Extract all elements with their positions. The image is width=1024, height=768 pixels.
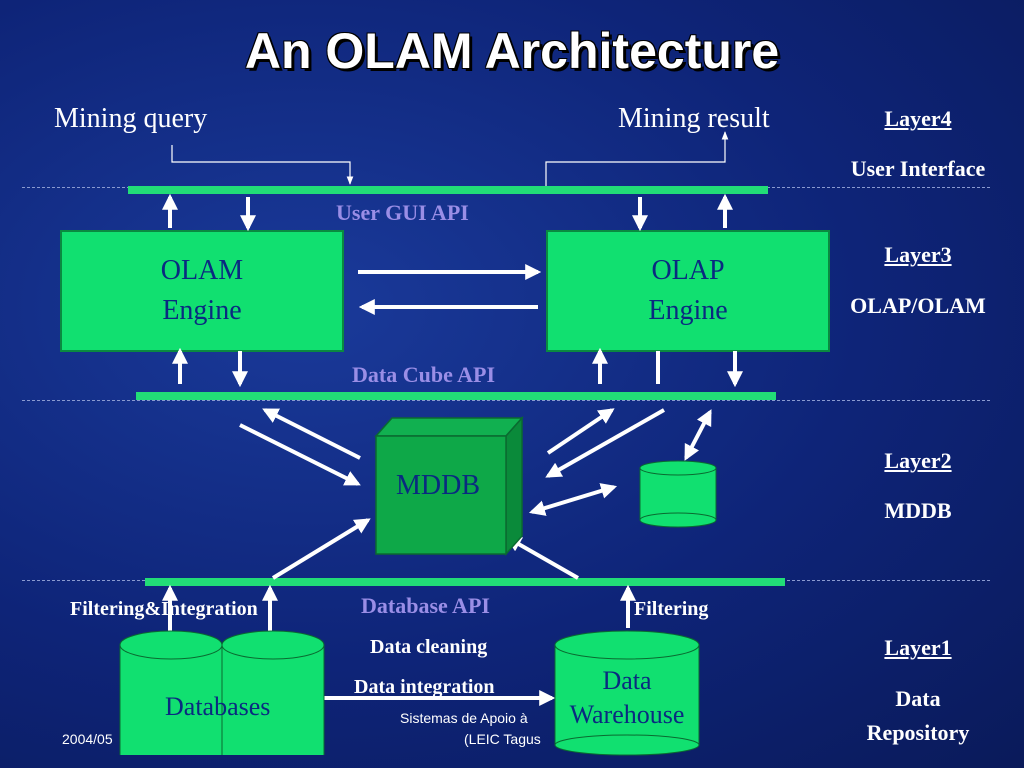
footer-course-line2: (LEIC Tagus — [464, 731, 541, 747]
data-integration-label: Data integration — [354, 676, 495, 698]
small-db-cylinder — [639, 460, 717, 528]
arrow-mddb-to-cubebar-right — [546, 408, 615, 455]
layer2-desc: MDDB — [884, 498, 952, 523]
olam-engine-box: OLAM Engine — [60, 230, 344, 352]
arrow-dbbar-to-mddb-left — [271, 518, 371, 580]
layer4-label: Layer4 — [884, 106, 952, 131]
olap-engine-line2: Engine — [648, 295, 728, 326]
footer-course-line1: Sistemas de Apoio à — [400, 710, 528, 726]
layer1-desc-line1: Data — [895, 686, 941, 711]
arrow-dbbar-to-mddb-right — [505, 536, 579, 580]
data-cube-api-bar — [136, 392, 776, 400]
mining-query-label: Mining query — [54, 103, 208, 134]
page-title: An OLAM Architecture — [244, 23, 780, 79]
olam-engine-line2: Engine — [162, 295, 242, 326]
mining-query-connector — [171, 145, 354, 185]
data-cleaning-label: Data cleaning — [370, 636, 488, 658]
arrow-cubebar-to-mddb-right — [545, 408, 665, 478]
layer2-label: Layer2 — [884, 448, 952, 473]
database-cylinder-2 — [221, 630, 325, 755]
layer3-label: Layer3 — [884, 242, 952, 267]
olap-engine-box: OLAP Engine — [546, 230, 830, 352]
database-api-bar — [145, 578, 785, 586]
user-gui-api-bar — [128, 186, 768, 194]
mining-result-connector — [545, 131, 729, 186]
data-warehouse-cylinder — [554, 630, 700, 756]
warehouse-label-line2: Warehouse — [569, 700, 685, 729]
data-cube-api-label: Data Cube API — [352, 362, 496, 387]
user-gui-api-label: User GUI API — [336, 200, 469, 225]
olam-engine-line1: OLAM — [160, 255, 244, 286]
layer1-desc-line2: Repository — [866, 720, 970, 745]
arrow-cubebar-to-smalldb — [684, 409, 712, 461]
layer-separator-3 — [22, 400, 990, 401]
databases-label: Databases — [165, 692, 271, 721]
arrow-mddb-smalldb — [528, 483, 618, 516]
layer4-desc: User Interface — [850, 156, 986, 181]
warehouse-label-line1: Data — [602, 666, 652, 695]
mddb-label: MDDB — [395, 470, 480, 501]
filtering-integration-label: Filtering&Integration — [70, 598, 258, 620]
mining-result-label: Mining result — [618, 103, 770, 134]
layer1-label: Layer1 — [884, 635, 952, 660]
database-api-label: Database API — [361, 593, 490, 618]
footer-date: 2004/05 — [62, 731, 113, 747]
olap-engine-line1: OLAP — [651, 255, 725, 286]
filtering-label: Filtering — [634, 598, 709, 620]
layer3-desc: OLAP/OLAM — [850, 293, 986, 318]
arrow-mddb-to-cubebar-left — [262, 408, 361, 460]
database-cylinder-1 — [119, 630, 223, 755]
mddb-cube — [374, 416, 524, 556]
arrow-cubebar-to-mddb-left — [239, 423, 361, 486]
